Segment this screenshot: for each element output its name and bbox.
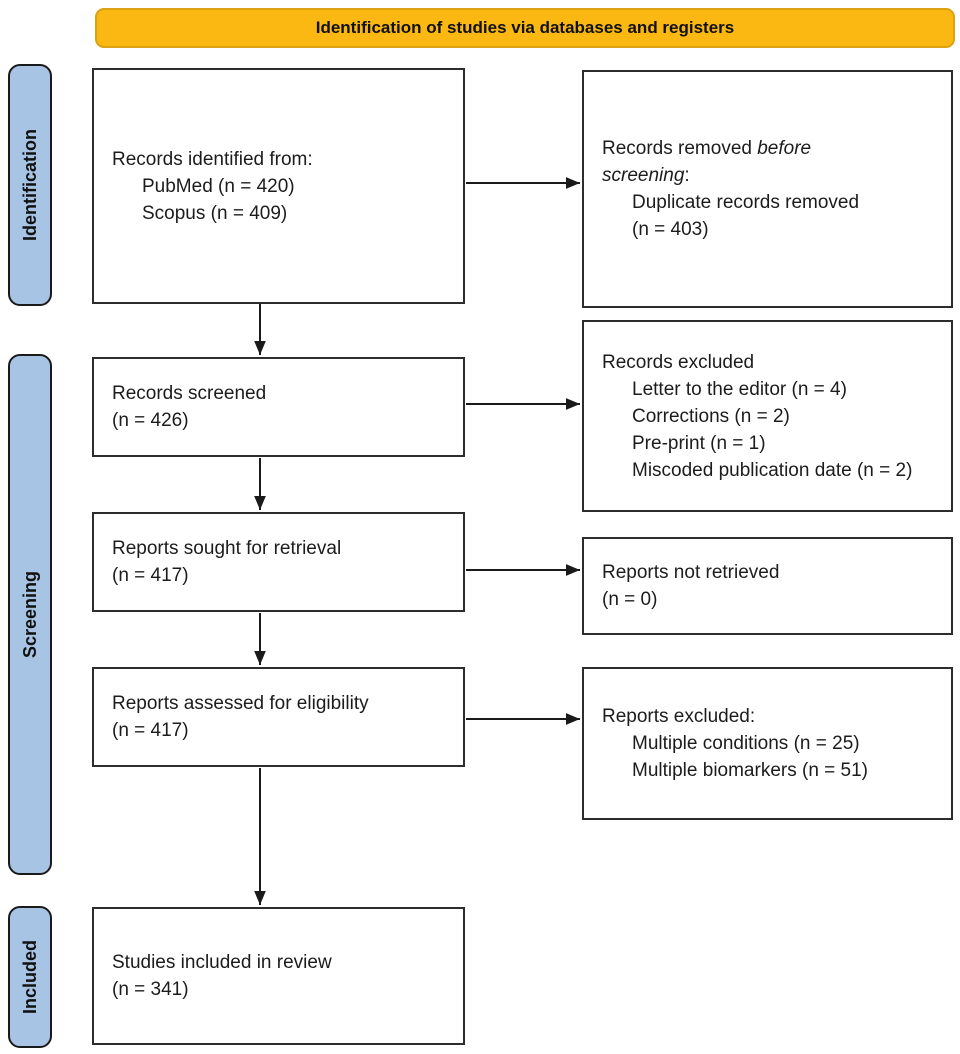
box-item: (n = 403) <box>632 219 709 240</box>
box-item: Corrections (n = 2) <box>632 405 790 427</box>
banner-title: Identification of studies via databases … <box>315 18 735 37</box>
box-title: Reports excluded: <box>602 706 756 727</box>
reports-sought-box: Reports sought for retrieval (n = 417) <box>92 512 465 612</box>
box-title-continued: screening: <box>602 165 690 186</box>
box-item: Pre-print (n = 1) <box>632 432 766 454</box>
box-title: Records identified from: <box>112 148 313 170</box>
box-title: Records removed before <box>602 138 812 159</box>
section-label-text: Identification <box>19 129 40 241</box>
records-screened-box: Records screened (n = 426) <box>92 357 465 457</box>
box-item: Scopus (n = 409) <box>142 202 288 224</box>
box-item: Letter to the editor (n = 4) <box>632 378 847 400</box>
box-item: Duplicate records removed <box>632 192 860 213</box>
section-label-text: Included <box>19 939 40 1014</box>
section-label-screening: Screening <box>8 354 52 875</box>
box-title: Reports not retrieved <box>602 562 780 583</box>
box-item: Multiple conditions (n = 25) <box>632 733 860 754</box>
studies-included-box: Studies included in review (n = 341) <box>92 907 465 1045</box>
box-item: Multiple biomarkers (n = 51) <box>632 760 869 781</box>
section-label-identification: Identification <box>8 64 52 306</box>
records-removed-box: Records removed before screening: Duplic… <box>582 70 953 308</box>
box-title: Records screened <box>112 383 267 404</box>
reports-assessed-box: Reports assessed for eligibility (n = 41… <box>92 667 465 767</box>
box-count: (n = 0) <box>602 589 658 610</box>
box-count: (n = 417) <box>112 565 189 586</box>
banner: Identification of studies via databases … <box>95 8 955 48</box>
records-excluded-box: Records excluded Letter to the editor (n… <box>582 320 953 512</box>
section-label-included: Included <box>8 906 52 1048</box>
box-title: Records excluded <box>602 351 755 373</box>
box-title: Reports assessed for eligibility <box>112 693 369 714</box>
records-identified-box: Records identified from: PubMed (n = 420… <box>92 68 465 304</box>
section-label-text: Screening <box>19 570 40 659</box>
box-count: (n = 417) <box>112 720 189 741</box>
box-title: Studies included in review <box>112 952 332 973</box>
box-item: PubMed (n = 420) <box>142 175 295 197</box>
box-item: Miscoded publication date (n = 2) <box>632 459 913 481</box>
reports-not-retrieved-box: Reports not retrieved (n = 0) <box>582 537 953 635</box>
reports-excluded-box: Reports excluded: Multiple conditions (n… <box>582 667 953 820</box>
box-title: Reports sought for retrieval <box>112 538 342 559</box>
box-count: (n = 426) <box>112 410 189 431</box>
box-count: (n = 341) <box>112 979 189 1000</box>
